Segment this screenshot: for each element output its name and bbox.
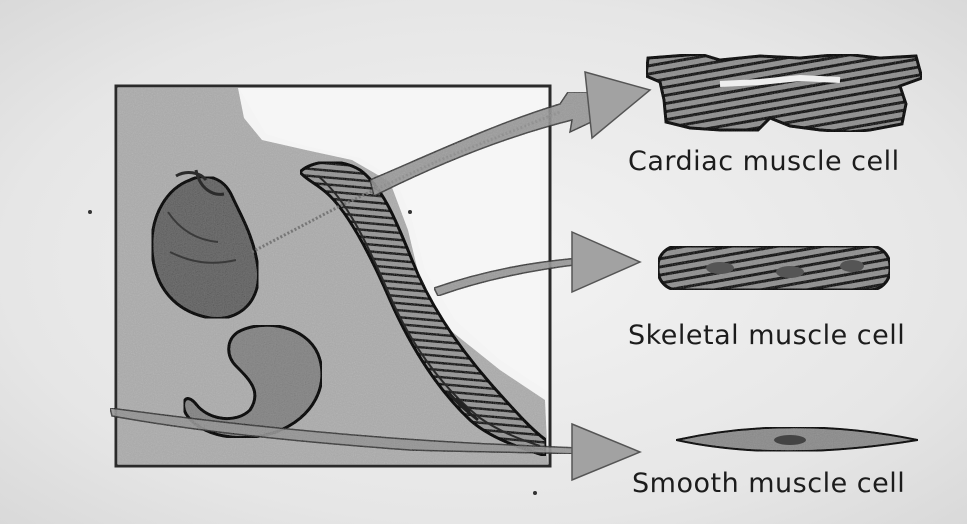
speck <box>408 210 412 214</box>
skeletal-cell-label: Skeletal muscle cell <box>628 320 905 351</box>
cardiac-cell <box>646 54 922 132</box>
speck <box>533 491 537 495</box>
skeletal-cell <box>658 246 890 290</box>
speck <box>88 210 92 214</box>
cardiac-cell-label: Cardiac muscle cell <box>628 146 900 177</box>
smooth-cell-label: Smooth muscle cell <box>632 468 905 499</box>
smooth-cell <box>676 427 918 451</box>
